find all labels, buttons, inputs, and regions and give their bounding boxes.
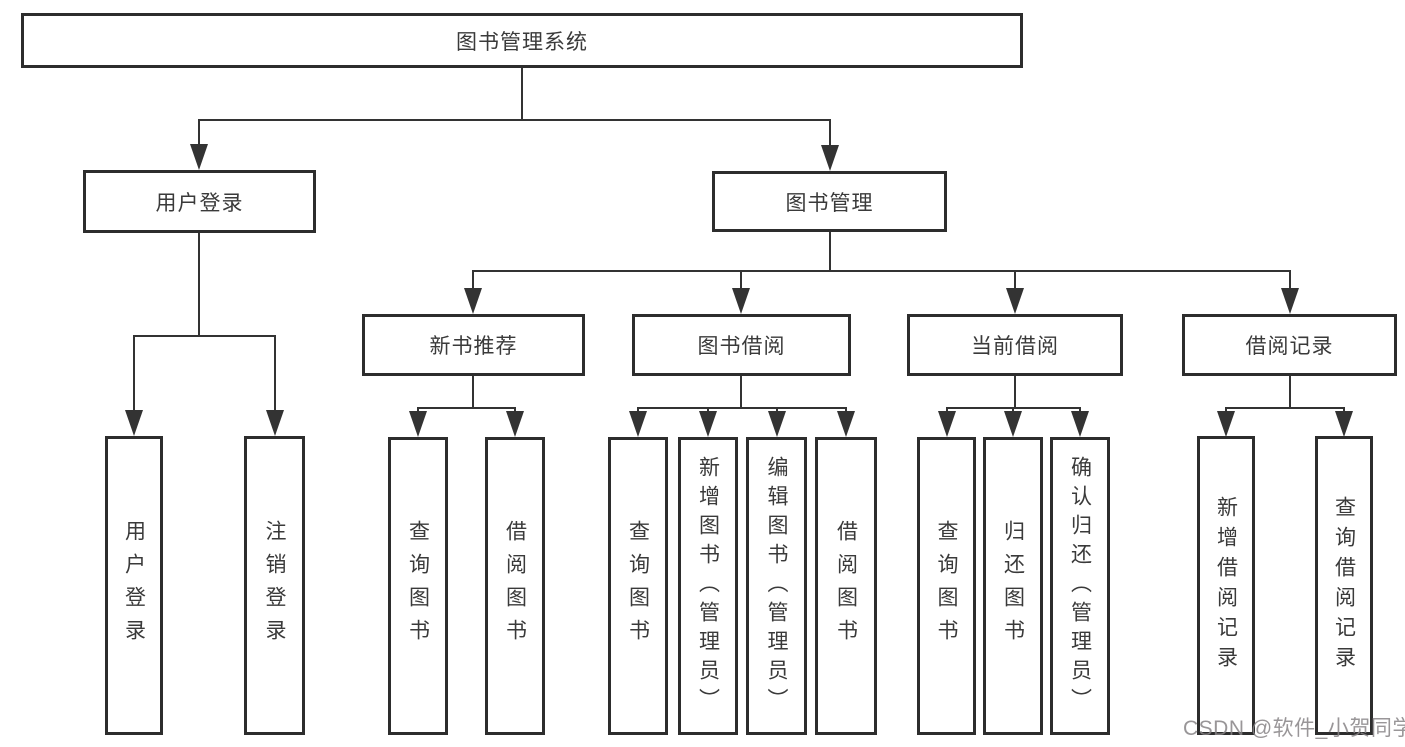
leaf-current-query: 查询图书 <box>917 437 976 735</box>
connector-bookmgmt-stem <box>829 232 831 272</box>
connector-newbook-drop <box>514 407 516 413</box>
arrow-down-icon <box>1335 411 1353 437</box>
connector-bookborrow-crossbar <box>637 407 847 409</box>
node-user-login-label: 用户登录 <box>155 191 244 215</box>
connector-userlogin-crossbar <box>133 335 276 337</box>
node-root-label: 图书管理系统 <box>456 30 588 54</box>
leaf-borrow-book: 借阅图书 <box>815 437 877 735</box>
connector-bookborrow-drop <box>637 407 639 413</box>
arrow-down-icon <box>190 144 208 170</box>
connector-bookmgmt-drop <box>472 270 474 290</box>
connector-bookmgmt-drop <box>1014 270 1016 290</box>
arrow-down-icon <box>1004 411 1022 437</box>
leaf-newbook-borrow: 借阅图书 <box>485 437 545 735</box>
connector-userlogin-stem <box>198 233 200 336</box>
leaf-borrow-edit-book-label: 编辑图书（管理员） <box>765 455 788 717</box>
arrow-down-icon <box>464 288 482 314</box>
leaf-borrow-edit-book: 编辑图书（管理员） <box>746 437 807 735</box>
connector-bookborrow-drop <box>845 407 847 413</box>
leaf-user-login: 用户登录 <box>105 436 163 735</box>
arrow-down-icon <box>1071 411 1089 437</box>
arrow-down-icon <box>1006 288 1024 314</box>
arrow-down-icon <box>837 411 855 437</box>
leaf-borrow-book-label: 借阅图书 <box>834 520 858 652</box>
connector-records-crossbar <box>1225 407 1345 409</box>
connector-newbook-drop <box>417 407 419 413</box>
connector-root-stem <box>521 68 523 121</box>
leaf-logout: 注销登录 <box>244 436 305 735</box>
leaf-borrow-query-label: 查询图书 <box>626 520 650 652</box>
node-new-book-recommend: 新书推荐 <box>362 314 585 376</box>
arrow-down-icon <box>629 411 647 437</box>
leaf-current-return: 归还图书 <box>983 437 1043 735</box>
arrow-down-icon <box>125 410 143 436</box>
node-new-book-recommend-label: 新书推荐 <box>429 335 518 358</box>
arrow-down-icon <box>768 411 786 437</box>
leaf-newbook-query: 查询图书 <box>388 437 448 735</box>
connector-currentborrow-drop <box>946 407 948 413</box>
connector-userlogin-drop <box>274 335 276 412</box>
arrow-down-icon <box>506 411 524 437</box>
connector-records-stem <box>1289 376 1291 409</box>
leaf-logout-label: 注销登录 <box>263 519 286 652</box>
connector-currentborrow-drop <box>1079 407 1081 413</box>
connector-records-drop <box>1343 407 1345 413</box>
connector-newbook-crossbar <box>417 407 516 409</box>
node-user-login: 用户登录 <box>83 170 316 233</box>
connector-bookborrow-drop <box>776 407 778 413</box>
leaf-records-add-label: 新增借阅记录 <box>1214 495 1238 676</box>
arrow-down-icon <box>699 411 717 437</box>
leaf-current-confirm-return: 确认归还（管理员） <box>1050 437 1110 735</box>
leaf-newbook-query-label: 查询图书 <box>406 520 430 652</box>
node-borrow-records-label: 借阅记录 <box>1245 335 1334 358</box>
arrow-down-icon <box>732 288 750 314</box>
connector-bookborrow-stem <box>740 376 742 409</box>
leaf-records-query: 查询借阅记录 <box>1315 436 1373 735</box>
node-book-management-label: 图书管理 <box>785 191 874 215</box>
leaf-borrow-query: 查询图书 <box>608 437 668 735</box>
node-borrow-records: 借阅记录 <box>1182 314 1397 376</box>
node-book-borrow: 图书借阅 <box>632 314 851 376</box>
connector-currentborrow-stem <box>1014 376 1016 409</box>
node-book-management: 图书管理 <box>712 171 947 232</box>
connector-currentborrow-drop <box>1012 407 1014 413</box>
arrow-down-icon <box>821 145 839 171</box>
leaf-current-return-label: 归还图书 <box>1001 520 1025 652</box>
leaf-borrow-add-book-label: 新增图书（管理员） <box>696 455 720 717</box>
arrow-down-icon <box>409 411 427 437</box>
node-book-borrow-label: 图书借阅 <box>697 335 786 358</box>
connector-root-left-drop <box>198 119 200 147</box>
node-root: 图书管理系统 <box>21 13 1023 68</box>
arrow-down-icon <box>1217 411 1235 437</box>
leaf-records-query-label: 查询借阅记录 <box>1332 495 1356 676</box>
connector-bookmgmt-drop <box>1289 270 1291 290</box>
arrow-down-icon <box>938 411 956 437</box>
connector-records-drop <box>1225 407 1227 413</box>
node-current-borrow: 当前借阅 <box>907 314 1123 376</box>
leaf-records-add: 新增借阅记录 <box>1197 436 1255 735</box>
connector-root-right-drop <box>829 119 831 147</box>
connector-root-crossbar <box>198 119 831 121</box>
arrow-down-icon <box>266 410 284 436</box>
leaf-newbook-borrow-label: 借阅图书 <box>503 520 527 652</box>
leaf-borrow-add-book: 新增图书（管理员） <box>678 437 738 735</box>
leaf-user-login-label: 用户登录 <box>122 519 146 652</box>
arrow-down-icon <box>1281 288 1299 314</box>
connector-bookmgmt-drop <box>740 270 742 290</box>
connector-bookborrow-drop <box>707 407 709 413</box>
connector-newbook-stem <box>472 376 474 409</box>
connector-userlogin-drop <box>133 335 135 412</box>
leaf-current-confirm-return-label: 确认归还（管理员） <box>1068 455 1092 717</box>
csdn-watermark: CSDN @软件_小贺同学 <box>1183 717 1405 740</box>
leaf-current-query-label: 查询图书 <box>935 520 958 652</box>
connector-bookmgmt-crossbar <box>472 270 1291 272</box>
node-current-borrow-label: 当前借阅 <box>971 335 1059 358</box>
